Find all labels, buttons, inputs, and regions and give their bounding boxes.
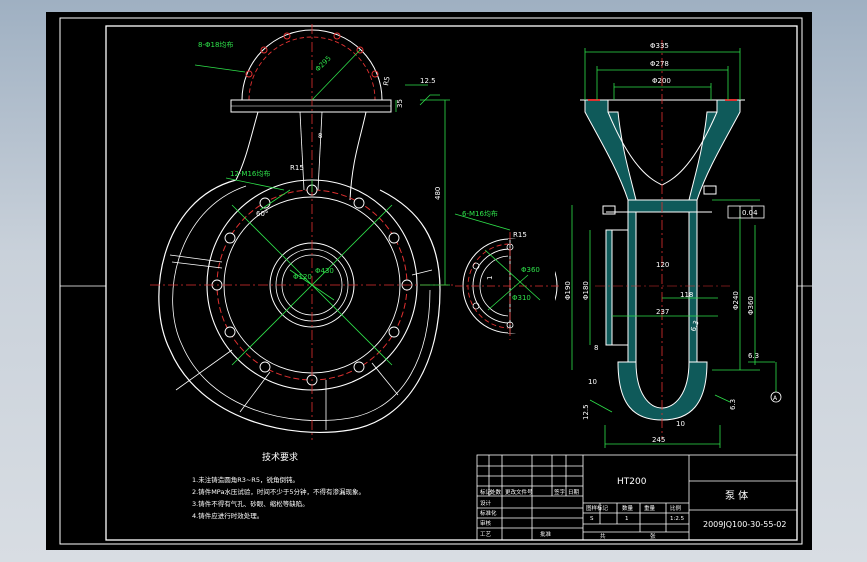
tb-mark: 标记 [480,488,492,496]
dim-245: 245 [652,436,665,444]
section-view [571,40,782,448]
material-label: HT200 [617,477,647,487]
tb-sheet-b: 张 [650,532,656,540]
dim-r15: R15 [290,164,304,172]
tb-check: 审核 [480,519,492,527]
holes-top-label: 8-Φ18均布 [198,40,233,49]
tb-stage-label: 图样标记 [586,504,609,512]
part-name: 泵 体 [725,490,748,502]
tb-sheet-a: 共 [600,532,606,540]
note-1: 1.未注铸造圆角R3~R5，锐角倒钝。 [192,475,299,484]
dim-6-3b: 6.3 [748,352,759,360]
dim-120: 120 [656,261,669,269]
tb-qty: 处数 [490,488,502,496]
dim-237: 237 [656,308,669,316]
dim-d335: Φ335 [650,42,669,50]
tb-process: 工艺 [480,531,492,538]
holes-main-label: 12-M16均布 [230,169,270,178]
dim-d360b: Φ360 [747,296,755,315]
dim-6-3c: 6.3 [729,399,737,410]
dim-d430: Φ430 [315,267,334,275]
scale-value: 1:2.5 [670,516,685,522]
tb-date: 日期 [568,489,580,496]
tb-scale-label: 比例 [670,504,682,512]
note-3: 3.铸件不得有气孔、砂眼、缩松等缺陷。 [192,499,309,508]
dim-d200: Φ200 [652,77,671,85]
dim-12-5: 12.5 [420,77,436,85]
drawing-canvas[interactable]: 8-Φ18均布 Φ295 R5 12.5 35 8 480 12-M16均布 R… [18,2,849,558]
dim-10b: 10 [676,420,685,428]
dim-d240: Φ240 [732,291,740,310]
dim-d360: Φ360 [521,266,540,274]
note-2: 2.铸件MPa水压试验，时间不少于5分钟，不得有渗漏现象。 [192,487,365,496]
dim-d180: Φ180 [582,281,590,300]
dim-d278: Φ278 [650,60,669,68]
note-4: 4.铸件应进行时效处理。 [192,511,263,520]
drawing-number: 2009JQ100-30-55-02 [703,520,786,529]
dim-35: 35 [396,99,404,108]
notes-title: 技术要求 [262,451,298,463]
dim-480: 480 [434,187,442,200]
tolerance-value: 0.04 [742,209,758,217]
tb-count-label: 数量 [622,504,634,512]
dim-d190: Φ190 [564,281,572,300]
dim-8b: 8 [594,344,598,352]
dim-60deg: 60° [256,210,268,218]
side-view [454,213,560,340]
datum-a: A [773,395,778,402]
inner-frame [105,25,798,541]
dim-d120: Φ120 [293,273,312,281]
tb-mark-s: S [590,516,594,522]
technical-notes: 技术要求 1.未注铸造圆角R3~R5，锐角倒钝。 2.铸件MPa水压试验，时间不… [192,451,365,520]
tb-weight-label: 重量 [644,504,656,512]
dim-6-3a: 6.3 [689,319,700,332]
dim-12-5b: 12.5 [582,404,590,420]
dim-10a: 10 [588,378,597,386]
dim-1: 1 [486,276,494,280]
tb-design: 设计 [480,499,492,507]
dim-118: 118 [680,291,693,299]
dim-8: 8 [318,132,322,140]
dim-r5: R5 [382,76,391,87]
tb-std: 标准化 [480,509,497,517]
tb-mark-1: 1 [625,516,629,522]
holes-side-label: 6-M16均布 [462,209,498,218]
front-view [150,24,455,440]
tb-change: 更改文件号 [505,488,533,496]
dim-d310: Φ310 [512,294,531,302]
outer-frame [59,17,803,545]
title-block [476,454,798,541]
tb-sign: 签字 [554,488,566,496]
dim-r15b: R15 [513,231,527,239]
tb-approve: 批准 [540,530,552,538]
